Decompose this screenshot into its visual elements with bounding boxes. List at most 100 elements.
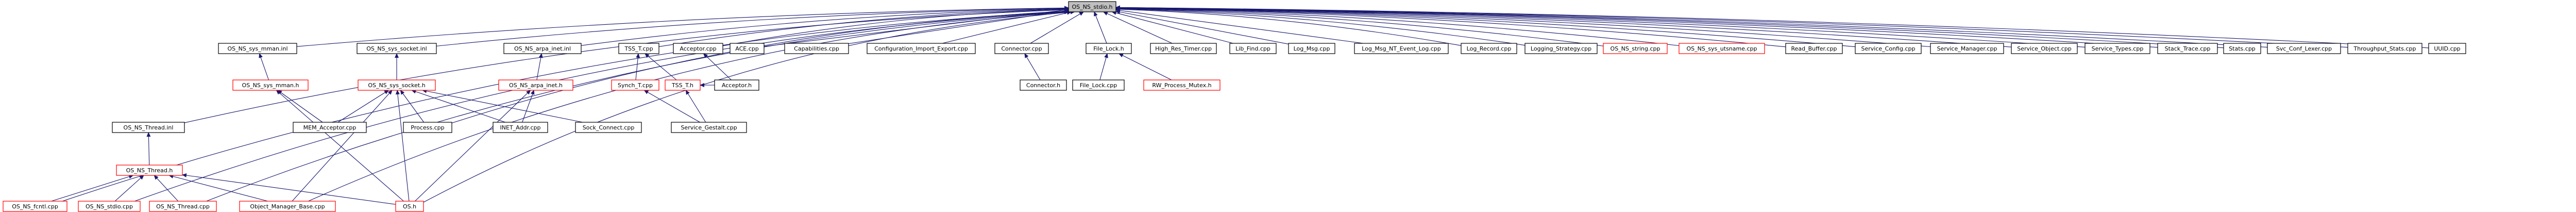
node-os-ns-string-cpp[interactable]: OS_NS_string.cpp	[1603, 43, 1668, 54]
node-connector-h[interactable]: Connector.h	[1020, 79, 1067, 91]
edge-tss-t-cpp-to-tss-t-h	[645, 53, 677, 80]
node-file-lock-cpp[interactable]: File_Lock.cpp	[1072, 79, 1125, 91]
node-box-uuid-cpp	[2428, 43, 2466, 54]
node-service-config-cpp[interactable]: Service_Config.cpp	[1855, 43, 1922, 54]
node-os-ns-thread-inl[interactable]: OS_NS_Thread.inl	[112, 122, 185, 133]
node-box-mem-acceptor-cpp	[293, 122, 367, 133]
node-label-svc-conf-lexer-cpp: Svc_Conf_Lexer.cpp	[2276, 45, 2332, 52]
node-log-record-cpp[interactable]: Log_Record.cpp	[1461, 43, 1517, 54]
node-label-object-manager-base-cpp: Object_Manager_Base.cpp	[250, 203, 325, 210]
node-label-os-ns-sys-socket-inl: OS_NS_sys_socket.inl	[366, 45, 427, 52]
node-box-os-ns-arpa-inet-h	[498, 79, 573, 91]
node-box-stats-cpp	[2223, 43, 2261, 54]
node-high-res-timer-cpp[interactable]: High_Res_Timer.cpp	[1150, 43, 1217, 54]
node-os-ns-sys-mman-inl[interactable]: OS_NS_sys_mman.inl	[218, 43, 297, 54]
node-svc-conf-lexer-cpp[interactable]: Svc_Conf_Lexer.cpp	[2267, 43, 2341, 54]
node-log-msg-nt-event-log-cpp[interactable]: Log_Msg_NT_Event_Log.cpp	[1354, 43, 1449, 54]
node-throughput-stats-cpp[interactable]: Throughput_Stats.cpp	[2347, 43, 2422, 54]
node-acceptor-h[interactable]: Acceptor.h	[714, 79, 759, 91]
node-stack-trace-cpp[interactable]: Stack_Trace.cpp	[2157, 43, 2218, 54]
node-service-object-cpp[interactable]: Service_Object.cpp	[2011, 43, 2078, 54]
node-box-os-ns-arpa-inet-inl	[503, 43, 582, 54]
node-label-synch-t-cpp: Synch_T.cpp	[618, 82, 653, 89]
edge-root-to-log-msg-cpp	[1115, 10, 1289, 44]
node-tss-t-h[interactable]: TSS_T.h	[665, 79, 701, 91]
node-synch-t-cpp[interactable]: Synch_T.cpp	[611, 79, 659, 91]
node-box-log-msg-nt-event-log-cpp	[1354, 43, 1449, 54]
node-label-os-ns-arpa-inet-inl: OS_NS_arpa_inet.inl	[514, 45, 571, 52]
node-mem-acceptor-cpp[interactable]: MEM_Acceptor.cpp	[293, 122, 367, 133]
node-os-ns-sys-utsname-cpp[interactable]: OS_NS_sys_utsname.cpp	[1679, 43, 1765, 54]
node-label-service-config-cpp: Service_Config.cpp	[1861, 45, 1916, 52]
edge-tss-t-h-to-service-gestalt-cpp	[685, 90, 706, 123]
node-capabilities-cpp[interactable]: Capabilities.cpp	[784, 43, 849, 54]
node-file-lock-h[interactable]: File_Lock.h	[1086, 43, 1132, 54]
edge-sys-socket-h-to-inet-addr-cpp	[411, 89, 505, 123]
node-label-service-object-cpp: Service_Object.cpp	[2017, 45, 2072, 52]
node-os-ns-fcntl-cpp[interactable]: OS_NS_fcntl.cpp	[3, 201, 67, 212]
edge-root-to-service-object-cpp	[1115, 6, 2012, 47]
node-label-throughput-stats-cpp: Throughput_Stats.cpp	[2353, 45, 2416, 52]
node-os-ns-sys-socket-h[interactable]: OS_NS_sys_socket.h	[358, 79, 436, 91]
node-logging-strategy-cpp[interactable]: Logging_Strategy.cpp	[1524, 43, 1598, 54]
node-lib-find-cpp[interactable]: Lib_Find.cpp	[1229, 43, 1277, 54]
node-label-os-ns-sys-mman-inl: OS_NS_sys_mman.inl	[227, 45, 287, 52]
node-label-inet-addr-cpp: INET_Addr.cpp	[500, 124, 541, 131]
node-process-cpp[interactable]: Process.cpp	[403, 122, 452, 133]
node-box-read-buffer-cpp	[1785, 43, 1843, 54]
node-box-os-ns-sys-socket-inl	[357, 43, 437, 54]
node-label-read-buffer-cpp: Read_Buffer.cpp	[1791, 45, 1837, 52]
node-label-log-msg-cpp: Log_Msg.cpp	[1294, 45, 1330, 52]
edge-thread-h-to-os-ns-fcntl-cpp	[51, 174, 134, 202]
node-os-ns-arpa-inet-inl[interactable]: OS_NS_arpa_inet.inl	[503, 43, 582, 54]
edge-root-to-capabilities-cpp	[848, 9, 1069, 44]
node-os-ns-sys-mman-h[interactable]: OS_NS_sys_mman.h	[232, 79, 309, 91]
edge-sys-socket-h-to-sock-connect-cpp	[422, 89, 583, 123]
node-os-ns-thread-cpp[interactable]: OS_NS_Thread.cpp	[149, 201, 217, 212]
node-log-msg-cpp[interactable]: Log_Msg.cpp	[1288, 43, 1335, 54]
node-connector-cpp[interactable]: Connector.cpp	[994, 43, 1049, 54]
node-box-capabilities-cpp	[784, 43, 849, 54]
edge-connector-cpp-to-connector-h	[1024, 53, 1041, 80]
node-box-os-ns-sys-utsname-cpp	[1679, 43, 1765, 54]
edge-root-to-arpa-inet-inl	[581, 6, 1069, 46]
node-os-h[interactable]: OS.h	[395, 201, 424, 212]
node-sock-connect-cpp[interactable]: Sock_Connect.cpp	[575, 122, 642, 133]
edge-synch-t-cpp-to-service-gestalt-cpp	[643, 90, 700, 123]
node-ace-cpp[interactable]: ACE.cpp	[730, 43, 765, 54]
node-label-capabilities-cpp: Capabilities.cpp	[794, 45, 839, 52]
node-os-ns-arpa-inet-h[interactable]: OS_NS_arpa_inet.h	[498, 79, 573, 91]
node-object-manager-base-cpp[interactable]: Object_Manager_Base.cpp	[239, 201, 336, 212]
node-os-ns-thread-h[interactable]: OS_NS_Thread.h	[116, 165, 183, 176]
node-acceptor-cpp[interactable]: Acceptor.cpp	[673, 43, 723, 54]
node-label-stats-cpp: Stats.cpp	[2229, 45, 2256, 52]
node-configuration-import-export-cpp[interactable]: Configuration_Import_Export.cpp	[867, 43, 976, 54]
edge-root-to-high-res-timer-cpp	[1103, 11, 1173, 44]
node-label-file-lock-cpp: File_Lock.cpp	[1080, 82, 1117, 89]
node-box-svc-conf-lexer-cpp	[2267, 43, 2341, 54]
node-service-gestalt-cpp[interactable]: Service_Gestalt.cpp	[671, 122, 747, 133]
node-service-manager-cpp[interactable]: Service_Manager.cpp	[1930, 43, 2004, 54]
node-os-ns-stdio-cpp[interactable]: OS_NS_stdio.cpp	[78, 201, 141, 212]
node-read-buffer-cpp[interactable]: Read_Buffer.cpp	[1785, 43, 1843, 54]
node-tss-t-cpp[interactable]: TSS_T.cpp	[618, 43, 659, 54]
edge-sys-socket-h-to-os-h	[395, 90, 410, 202]
edge-file-lock-h-to-file-lock-cpp	[1099, 53, 1108, 80]
node-uuid-cpp[interactable]: UUID.cpp	[2428, 43, 2466, 54]
edge-root-to-os-ns-fcntl-cpp	[62, 9, 1069, 202]
node-service-types-cpp[interactable]: Service_Types.cpp	[2084, 43, 2150, 54]
node-os-ns-sys-socket-inl[interactable]: OS_NS_sys_socket.inl	[357, 43, 437, 54]
edge-thread-h-to-os-h	[182, 173, 396, 205]
node-box-service-gestalt-cpp	[671, 122, 747, 133]
edge-root-to-acceptor-cpp	[722, 7, 1069, 46]
node-label-acceptor-cpp: Acceptor.cpp	[680, 45, 716, 52]
node-rw-process-mutex-h[interactable]: RW_Process_Mutex.h	[1143, 79, 1221, 91]
node-label-os-ns-fcntl-cpp: OS_NS_fcntl.cpp	[12, 203, 58, 210]
node-box-connector-h	[1020, 79, 1067, 91]
edge-arpa-inet-h-to-inet-addr-cpp	[522, 90, 535, 123]
node-box-tss-t-h	[665, 79, 701, 91]
node-stats-cpp[interactable]: Stats.cpp	[2223, 43, 2261, 54]
node-inet-addr-cpp[interactable]: INET_Addr.cpp	[493, 122, 548, 133]
